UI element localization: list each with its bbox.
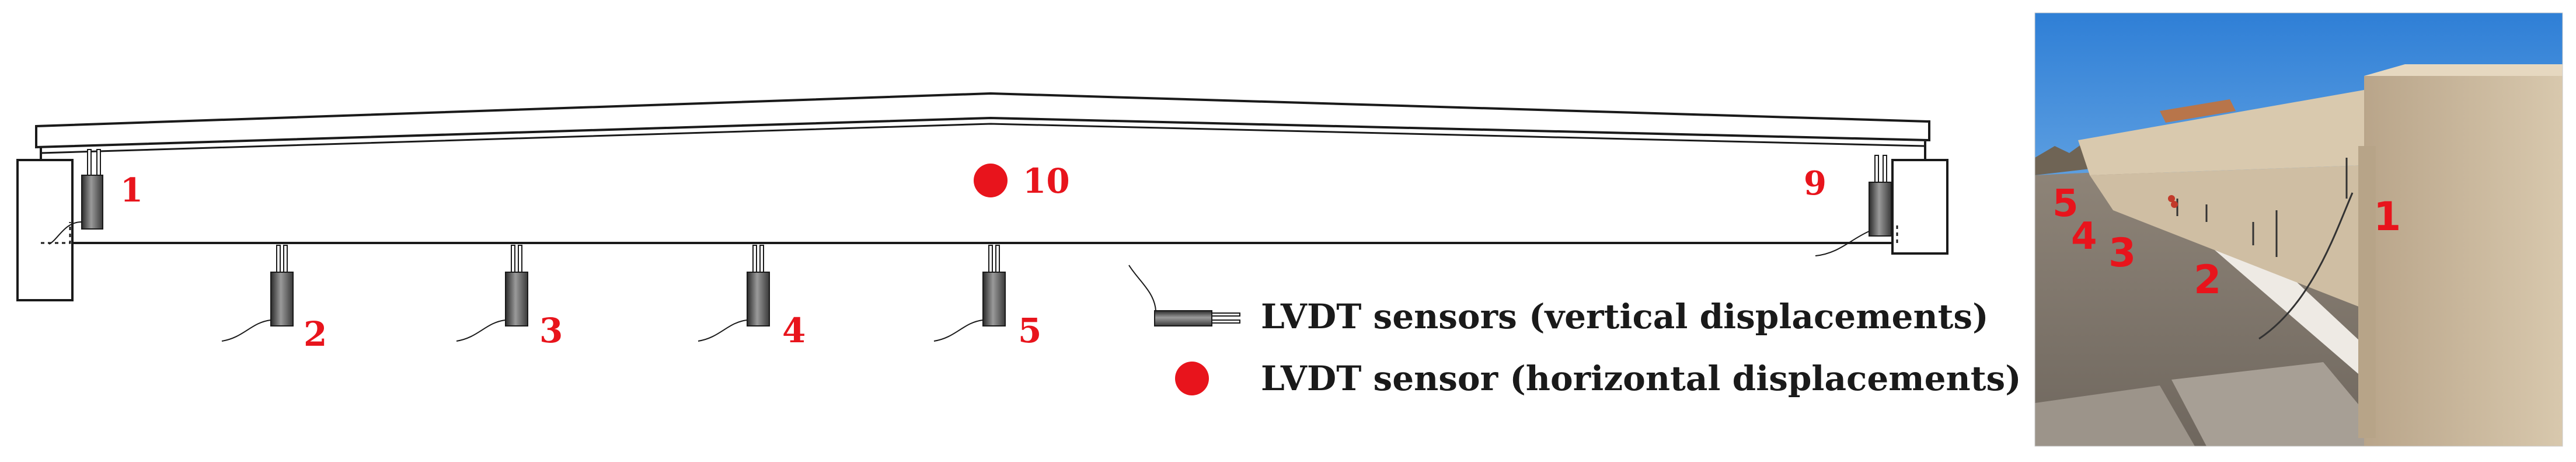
- legend-horizontal-text: LVDT sensor (horizontal displacements): [1261, 359, 2021, 398]
- sensor-label-10: 10: [1023, 161, 1070, 201]
- lvdt-sensor-1: [48, 149, 103, 245]
- sensor-label-4: 4: [782, 311, 806, 350]
- photo-label-3: 3: [2108, 230, 2136, 276]
- photo-label-2: 2: [2194, 257, 2221, 303]
- lvdt-sensor-9: [1815, 155, 1892, 256]
- legend-vertical-text: LVDT sensors (vertical displacements): [1261, 297, 1989, 336]
- right-support: [1891, 159, 1948, 255]
- legend: LVDT sensors (vertical displacements) LV…: [1128, 265, 2021, 398]
- beam-top-flange: [35, 92, 1930, 149]
- test-setup-photo: [2035, 13, 2563, 446]
- lvdt-sensor-3: [456, 245, 528, 342]
- legend-horizontal-dot: [1175, 362, 1209, 395]
- sensor-label-9: 9: [1804, 164, 1826, 203]
- beam-diagram: [16, 92, 1948, 301]
- legend-vertical-lvdt-symbol: [1128, 265, 1240, 326]
- beam-flange-inner-line: [40, 123, 1925, 154]
- lvdt-sensor-4: [698, 245, 770, 342]
- photo-label-5: 5: [2052, 182, 2079, 225]
- sensor-label-2: 2: [304, 314, 327, 354]
- lvdt-sensor-2: [221, 245, 294, 342]
- photo-label-4: 4: [2071, 215, 2097, 258]
- sensor-label-5: 5: [1018, 311, 1041, 350]
- sensor-label-1: 1: [120, 171, 143, 210]
- lvdt-sensor-5: [933, 245, 1006, 342]
- lvdt-horizontal-sensor-10: [974, 164, 1008, 197]
- photo-label-1: 1: [2373, 194, 2401, 240]
- sensor-label-3: 3: [539, 311, 563, 350]
- photo-frame: [2034, 12, 2563, 447]
